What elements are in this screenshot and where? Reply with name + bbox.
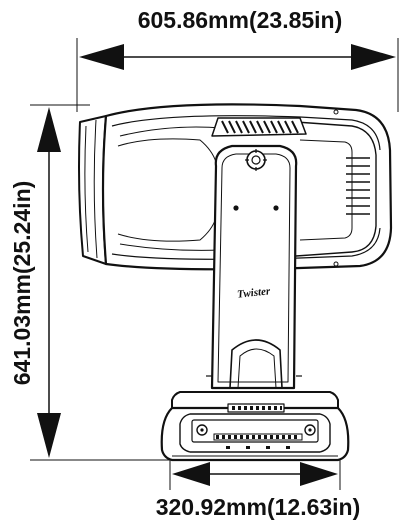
width-dimension: 605.86mm(23.85in) [76,7,399,112]
base-arrow-right [300,462,338,486]
height-dimension: 641.03mm(25.24in) [9,104,175,461]
connector-pins [213,406,303,449]
height-arrow-bottom [37,413,61,458]
rear-vents [346,157,370,215]
yoke-outer [210,144,298,390]
width-arrow-left [79,44,124,70]
fixture-base [160,391,350,462]
yoke-screw-right [273,205,279,211]
base-width-dimension: 320.92mm(12.63in) [156,452,361,520]
height-label: 641.03mm(25.24in) [9,181,35,386]
height-arrow-top [37,107,61,152]
base-width-label: 320.92mm(12.63in) [156,494,361,520]
base-arrow-left [172,462,210,486]
yoke-cutout [229,339,283,389]
tilt-knob [246,150,266,170]
yoke-screw-left [233,205,239,211]
width-arrow-right [351,44,396,70]
base-panel [179,413,331,453]
yoke-arm: Twister [206,144,302,390]
brand-logo: Twister [237,285,272,300]
top-vent-slats [221,120,299,134]
width-label: 605.86mm(23.85in) [138,7,343,33]
connector-rail [191,419,319,443]
